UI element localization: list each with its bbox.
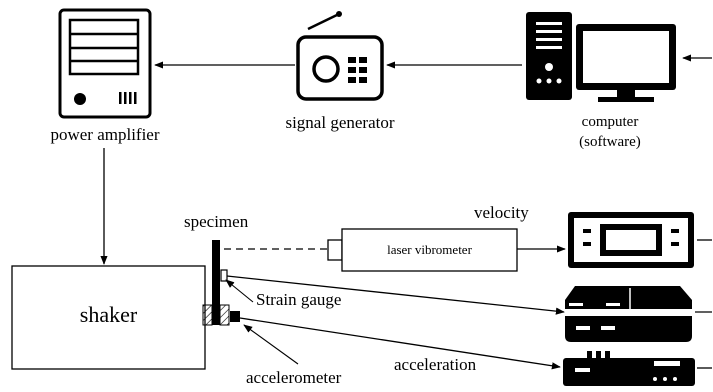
- acceleration-label: acceleration: [394, 355, 477, 374]
- strain-gauge-label: Strain gauge: [256, 290, 342, 309]
- strain-meter-icon: [565, 286, 692, 342]
- power-amplifier-label: power amplifier: [50, 125, 160, 144]
- strain-gauge-sensor: [220, 269, 228, 282]
- radio-icon: [296, 11, 384, 101]
- computer-software-label: (software): [579, 134, 641, 150]
- power-amplifier-icon: [58, 8, 152, 119]
- shaker-label: shaker: [79, 302, 138, 327]
- data-acquisition-icon: [563, 351, 695, 386]
- vibrometer-lens: [327, 239, 343, 261]
- clamp-right: [219, 304, 230, 326]
- accelerometer-pointer: [243, 324, 299, 365]
- specimen-beam: [212, 240, 220, 325]
- vibrometer-body: [341, 228, 518, 272]
- computer-icon: [526, 12, 676, 102]
- strain-gauge-pointer: [225, 279, 254, 303]
- acceleration-signal-arrow: [239, 317, 561, 370]
- strain-signal-arrow: [226, 275, 565, 315]
- signal-generator-label: signal generator: [285, 113, 395, 132]
- specimen-label: specimen: [184, 212, 249, 231]
- laser-vibrometer-label: laser vibrometer: [387, 242, 472, 257]
- computer-label: computer: [581, 114, 639, 130]
- shaker-box: [11, 265, 206, 370]
- accelerometer-label: accelerometer: [246, 368, 342, 387]
- vibrometer-display-icon: [568, 212, 694, 268]
- accelerometer-sensor: [230, 311, 240, 322]
- velocity-label: velocity: [474, 203, 529, 222]
